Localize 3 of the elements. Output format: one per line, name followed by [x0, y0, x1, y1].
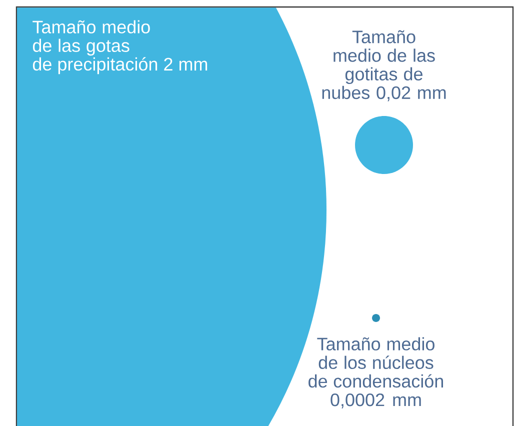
size-label: Tamaño medio de los núcleos de condensación 0,0002 mm	[308, 337, 443, 408]
size-label: Tamaño medio de las gotas de precipitación 2 mm	[32, 20, 208, 74]
size-label: Tamaño medio de las gotitas de nubes 0,02 mm	[322, 30, 446, 102]
